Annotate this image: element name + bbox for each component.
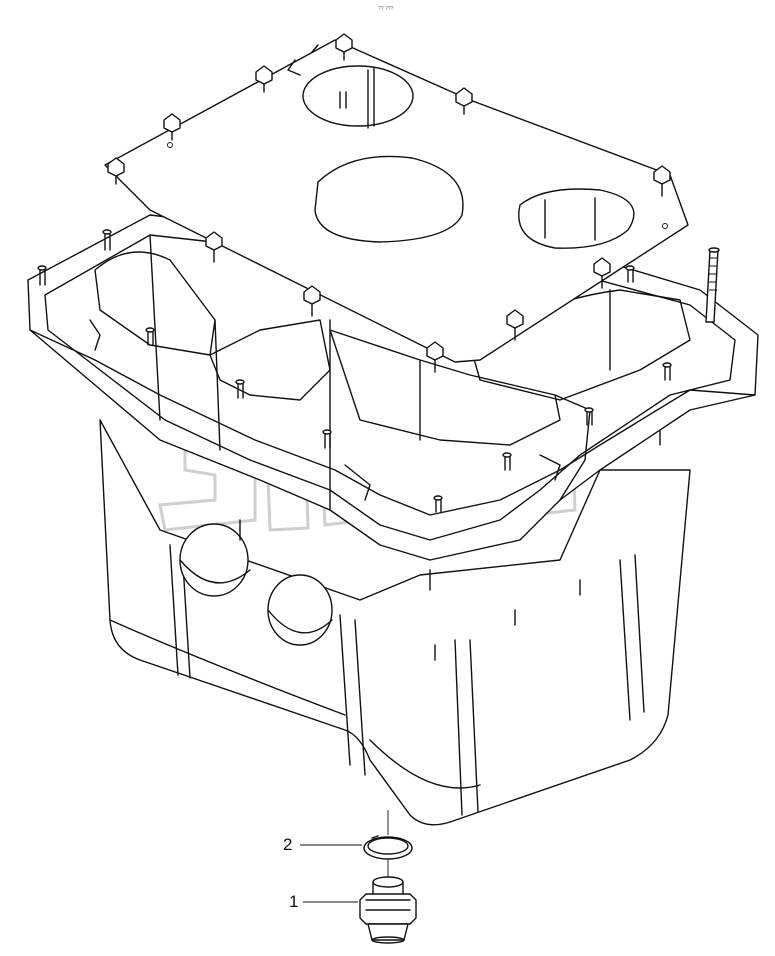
bolt <box>593 257 611 289</box>
bolt <box>426 341 444 373</box>
drain-plug <box>359 876 417 944</box>
bolt <box>205 231 223 263</box>
oil-pan <box>27 214 759 826</box>
bolt <box>653 165 671 197</box>
bolt <box>455 87 473 115</box>
bolt <box>506 309 524 341</box>
side-recess-right <box>267 574 333 646</box>
gasket-opening-3 <box>518 188 635 249</box>
bolt <box>255 65 273 93</box>
side-recess-left <box>179 523 249 597</box>
rim-studs <box>37 229 672 661</box>
gasket-bolts <box>107 33 671 373</box>
callout-2: 2 <box>283 835 362 854</box>
dipstick-stud <box>705 247 720 323</box>
bolt <box>163 113 181 141</box>
gasket-opening-2 <box>314 155 464 243</box>
callout-number: 1 <box>289 892 298 911</box>
gasket-opening-1 <box>302 65 414 127</box>
page-marker: ?? ??? <box>378 6 394 12</box>
bolt <box>335 33 353 61</box>
callout-1: 1 <box>289 892 358 911</box>
bolt <box>303 285 321 317</box>
sealing-ring <box>363 835 413 860</box>
callout-number: 2 <box>283 835 292 854</box>
bolt <box>107 157 125 185</box>
gasket-plate <box>104 39 689 363</box>
